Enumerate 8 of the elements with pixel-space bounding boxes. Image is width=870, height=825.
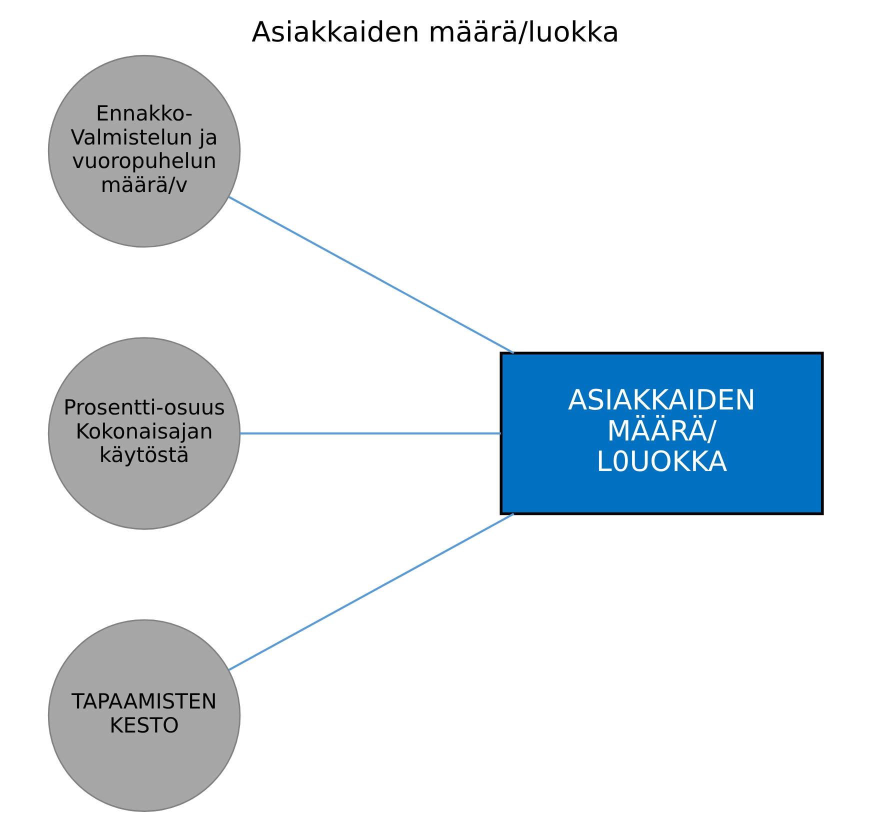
node-circle: Ennakko- Valmistelun ja vuoropuhelun määrä/v — [47, 54, 240, 248]
connector — [240, 432, 500, 434]
diagram-title: Asiakkaiden määrä/luokka — [251, 16, 619, 49]
connector — [228, 196, 514, 354]
node-circle: TAPAAMISTEN KESTO — [47, 619, 240, 812]
connector — [228, 512, 514, 671]
node-circle: Prosentti-osuus Kokonaisajan käytöstä — [47, 337, 240, 530]
node-box: ASIAKKAIDEN MÄÄRÄ/ L0UOKKA — [499, 352, 824, 516]
